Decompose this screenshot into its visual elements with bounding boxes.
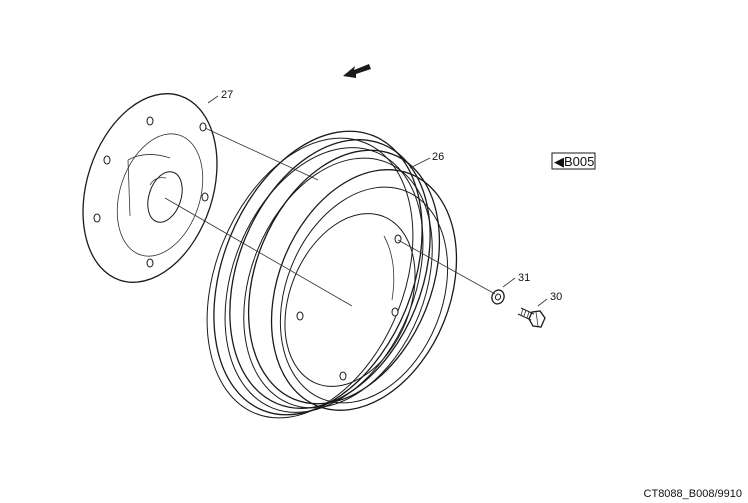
callout-31: 31 [518,272,530,284]
pulley-26 [206,130,458,419]
reference-arrow-icon: ◀ [554,154,564,169]
bolt-30 [517,307,546,328]
callout-30: 30 [550,291,562,303]
flange-plate-27 [82,93,218,283]
washer-31 [491,289,505,305]
assembly-center-lines [164,127,496,307]
view-direction-arrow-icon [343,64,371,78]
reference-code: B005 [564,154,594,169]
callout-27: 27 [221,89,233,101]
reference-box[interactable]: ◀ B005 [551,152,596,170]
callout-26: 26 [432,151,444,163]
drawing-code: CT8088_B008/9910 [644,488,742,500]
leader-lines [207,95,548,307]
